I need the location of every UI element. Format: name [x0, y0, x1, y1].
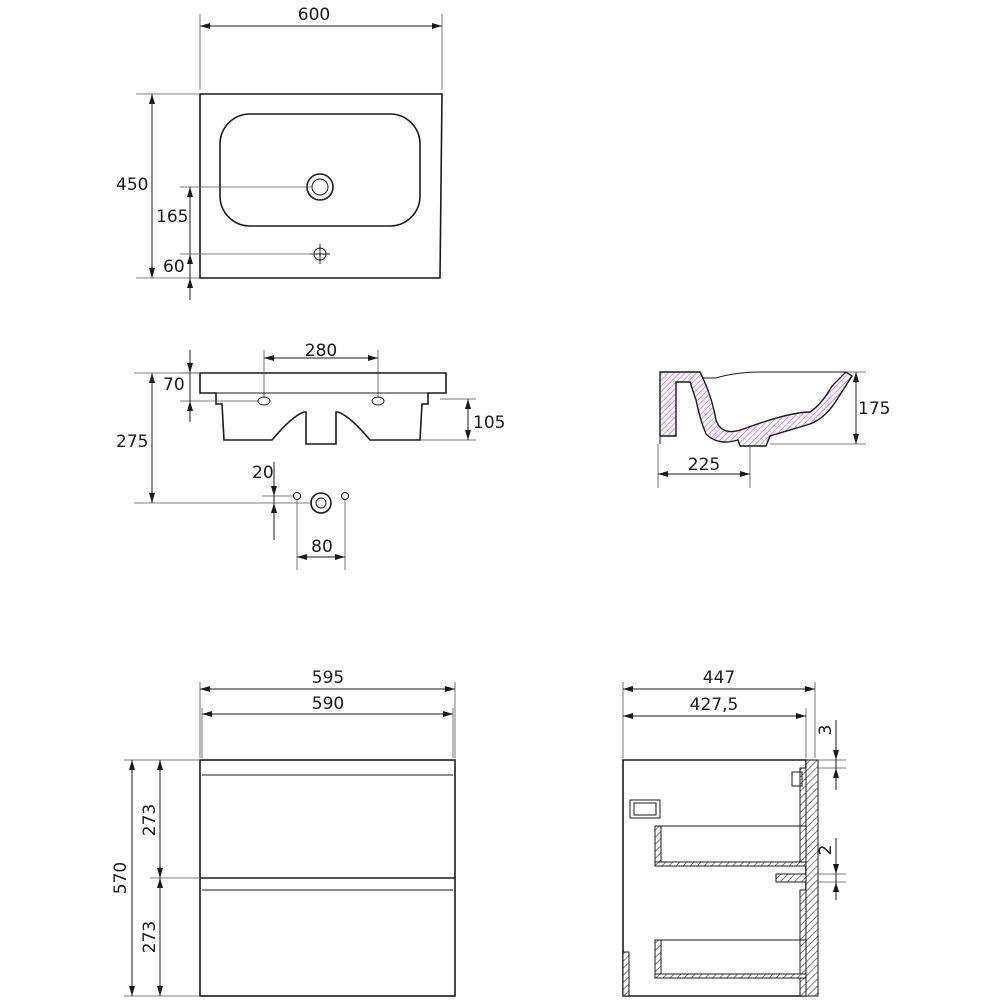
drain-hole-offset-label: 20: [252, 463, 274, 483]
drain-distance-label: 225: [688, 455, 720, 475]
cabinet-inner-depth-label: 427,5: [690, 695, 739, 715]
mount-spacing-label: 280: [305, 341, 337, 361]
mount-height-label: 70: [163, 375, 185, 395]
bowl-depth-label: 175: [858, 399, 890, 419]
basin-bowl-outline: [219, 113, 421, 227]
tap-offset-label: 60: [163, 257, 185, 277]
basin-section-view: 175 225: [657, 371, 890, 488]
drawer-gap-label: 2: [816, 845, 836, 856]
drain-holes-spacing-label: 80: [311, 537, 333, 557]
cabinet-outer-width-label: 595: [312, 668, 344, 688]
basin-top-view: 600 450 165 60: [116, 5, 443, 300]
cabinet-front-view: 595 590 570 273 273: [111, 668, 456, 997]
cabinet-side-view: 447 427,5 3: [622, 668, 846, 997]
basin-section-profile: [659, 371, 853, 447]
cabinet-outer-depth-label: 447: [703, 668, 735, 688]
top-gap-label: 3: [816, 725, 836, 736]
drawer-top-height-label: 273: [140, 804, 160, 836]
basin-front-outline: [199, 372, 447, 445]
basin-depth-label: 450: [116, 175, 148, 195]
drain-offset-label: 165: [156, 207, 188, 227]
basin-height-label: 275: [116, 432, 148, 452]
basin-top-outline: [199, 93, 443, 279]
cabinet-inner-width-label: 590: [312, 694, 344, 714]
basin-width-label: 600: [298, 5, 330, 25]
basin-front-view: 280 70 105 275: [116, 341, 505, 570]
cabinet-height-label: 570: [111, 862, 131, 894]
siphon-depth-label: 105: [473, 413, 505, 433]
drawer-bottom-height-label: 273: [140, 921, 160, 953]
